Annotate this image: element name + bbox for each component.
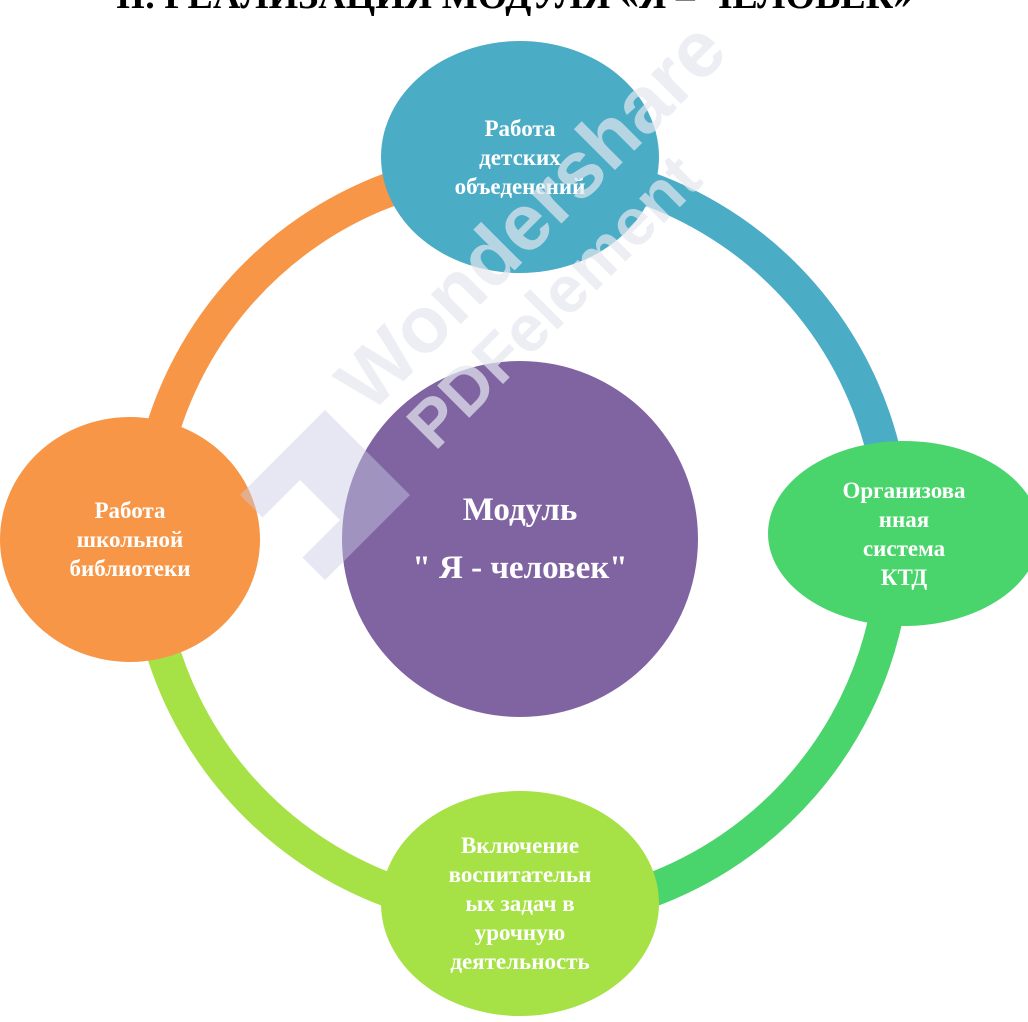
center-module-node: Модуль " Я - человек": [342, 361, 698, 717]
node-lesson-activity: Включение воспитательн ых задач в урочну…: [381, 791, 659, 1016]
center-module-name: " Я - человек": [412, 550, 628, 586]
node-lesson-activity-label: Включение воспитательн ых задач в урочну…: [448, 833, 592, 974]
node-children-associations: Работа детских объеденений: [381, 41, 659, 273]
arc-right-bottom: [642, 614, 903, 908]
node-ktd-system-label: Организова нная система КТД: [842, 477, 966, 590]
arc-bottom-left: [137, 614, 398, 908]
node-ktd-system: Организова нная система КТД: [768, 441, 1028, 626]
page-title: II. РЕАЛИЗАЦИЯ МОДУЛЯ «Я – ЧЕЛОВЕК»: [0, 0, 1028, 18]
center-module-title: Модуль: [462, 492, 578, 528]
node-children-associations-label: Работа детских объеденений: [454, 115, 586, 199]
node-school-library-label: Работа школьной библиотеки: [69, 498, 191, 581]
node-school-library: Работа школьной библиотеки: [0, 417, 260, 662]
arc-top-right: [642, 172, 903, 466]
arc-left-top: [137, 172, 398, 466]
